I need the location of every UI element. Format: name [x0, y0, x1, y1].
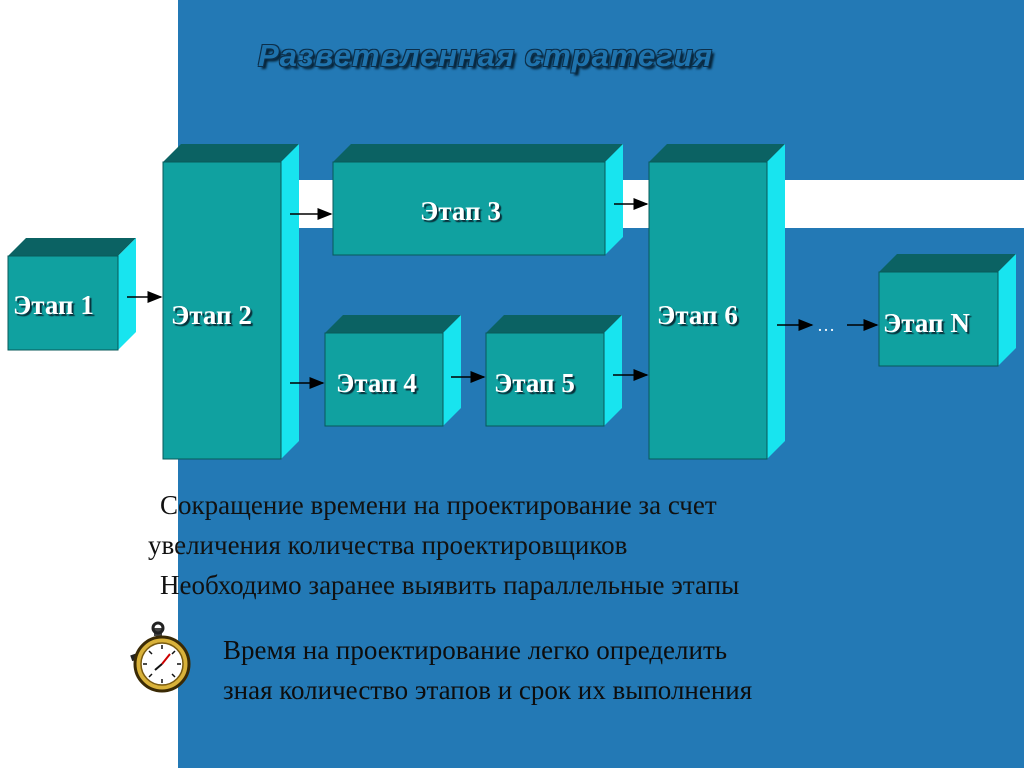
stage-1-label: Этап 1: [13, 290, 94, 320]
stage-5-label: Этап 5: [494, 368, 575, 398]
stage-n-box: [878, 254, 1016, 367]
stage-5-box: [485, 315, 622, 427]
stage-3-label: Этап 3: [420, 196, 501, 226]
ellipsis: …: [817, 315, 835, 335]
note-line-2: зная количество этапов и срок их выполне…: [223, 675, 753, 705]
stage-1-box: [7, 238, 136, 351]
stage-3-box: [332, 144, 623, 256]
stage-2-box: [162, 144, 299, 460]
stage-n-label: Этап N: [883, 308, 970, 338]
stage-4-label: Этап 4: [336, 368, 417, 398]
note: Время на проектирование легко определить…: [223, 630, 752, 710]
plus-mark: +: [142, 501, 154, 523]
stage-4-box: [324, 315, 461, 427]
stage-6-box: [648, 144, 785, 460]
stage-6-label: Этап 6: [657, 300, 738, 330]
page-title: Разветвленная стратегия: [258, 38, 714, 73]
minus-text: Необходимо заранее выявить параллельные …: [160, 570, 740, 600]
minus-mark: –: [142, 579, 152, 601]
plus-text-line-2: увеличения количества проектировщиков: [148, 530, 628, 560]
plus-text-line-1: Сокращение времени на проектирование за …: [160, 490, 717, 520]
stage-2-label: Этап 2: [171, 300, 252, 330]
stopwatch-icon: [130, 621, 191, 693]
note-line-1: Время на проектирование легко определить: [223, 635, 728, 665]
